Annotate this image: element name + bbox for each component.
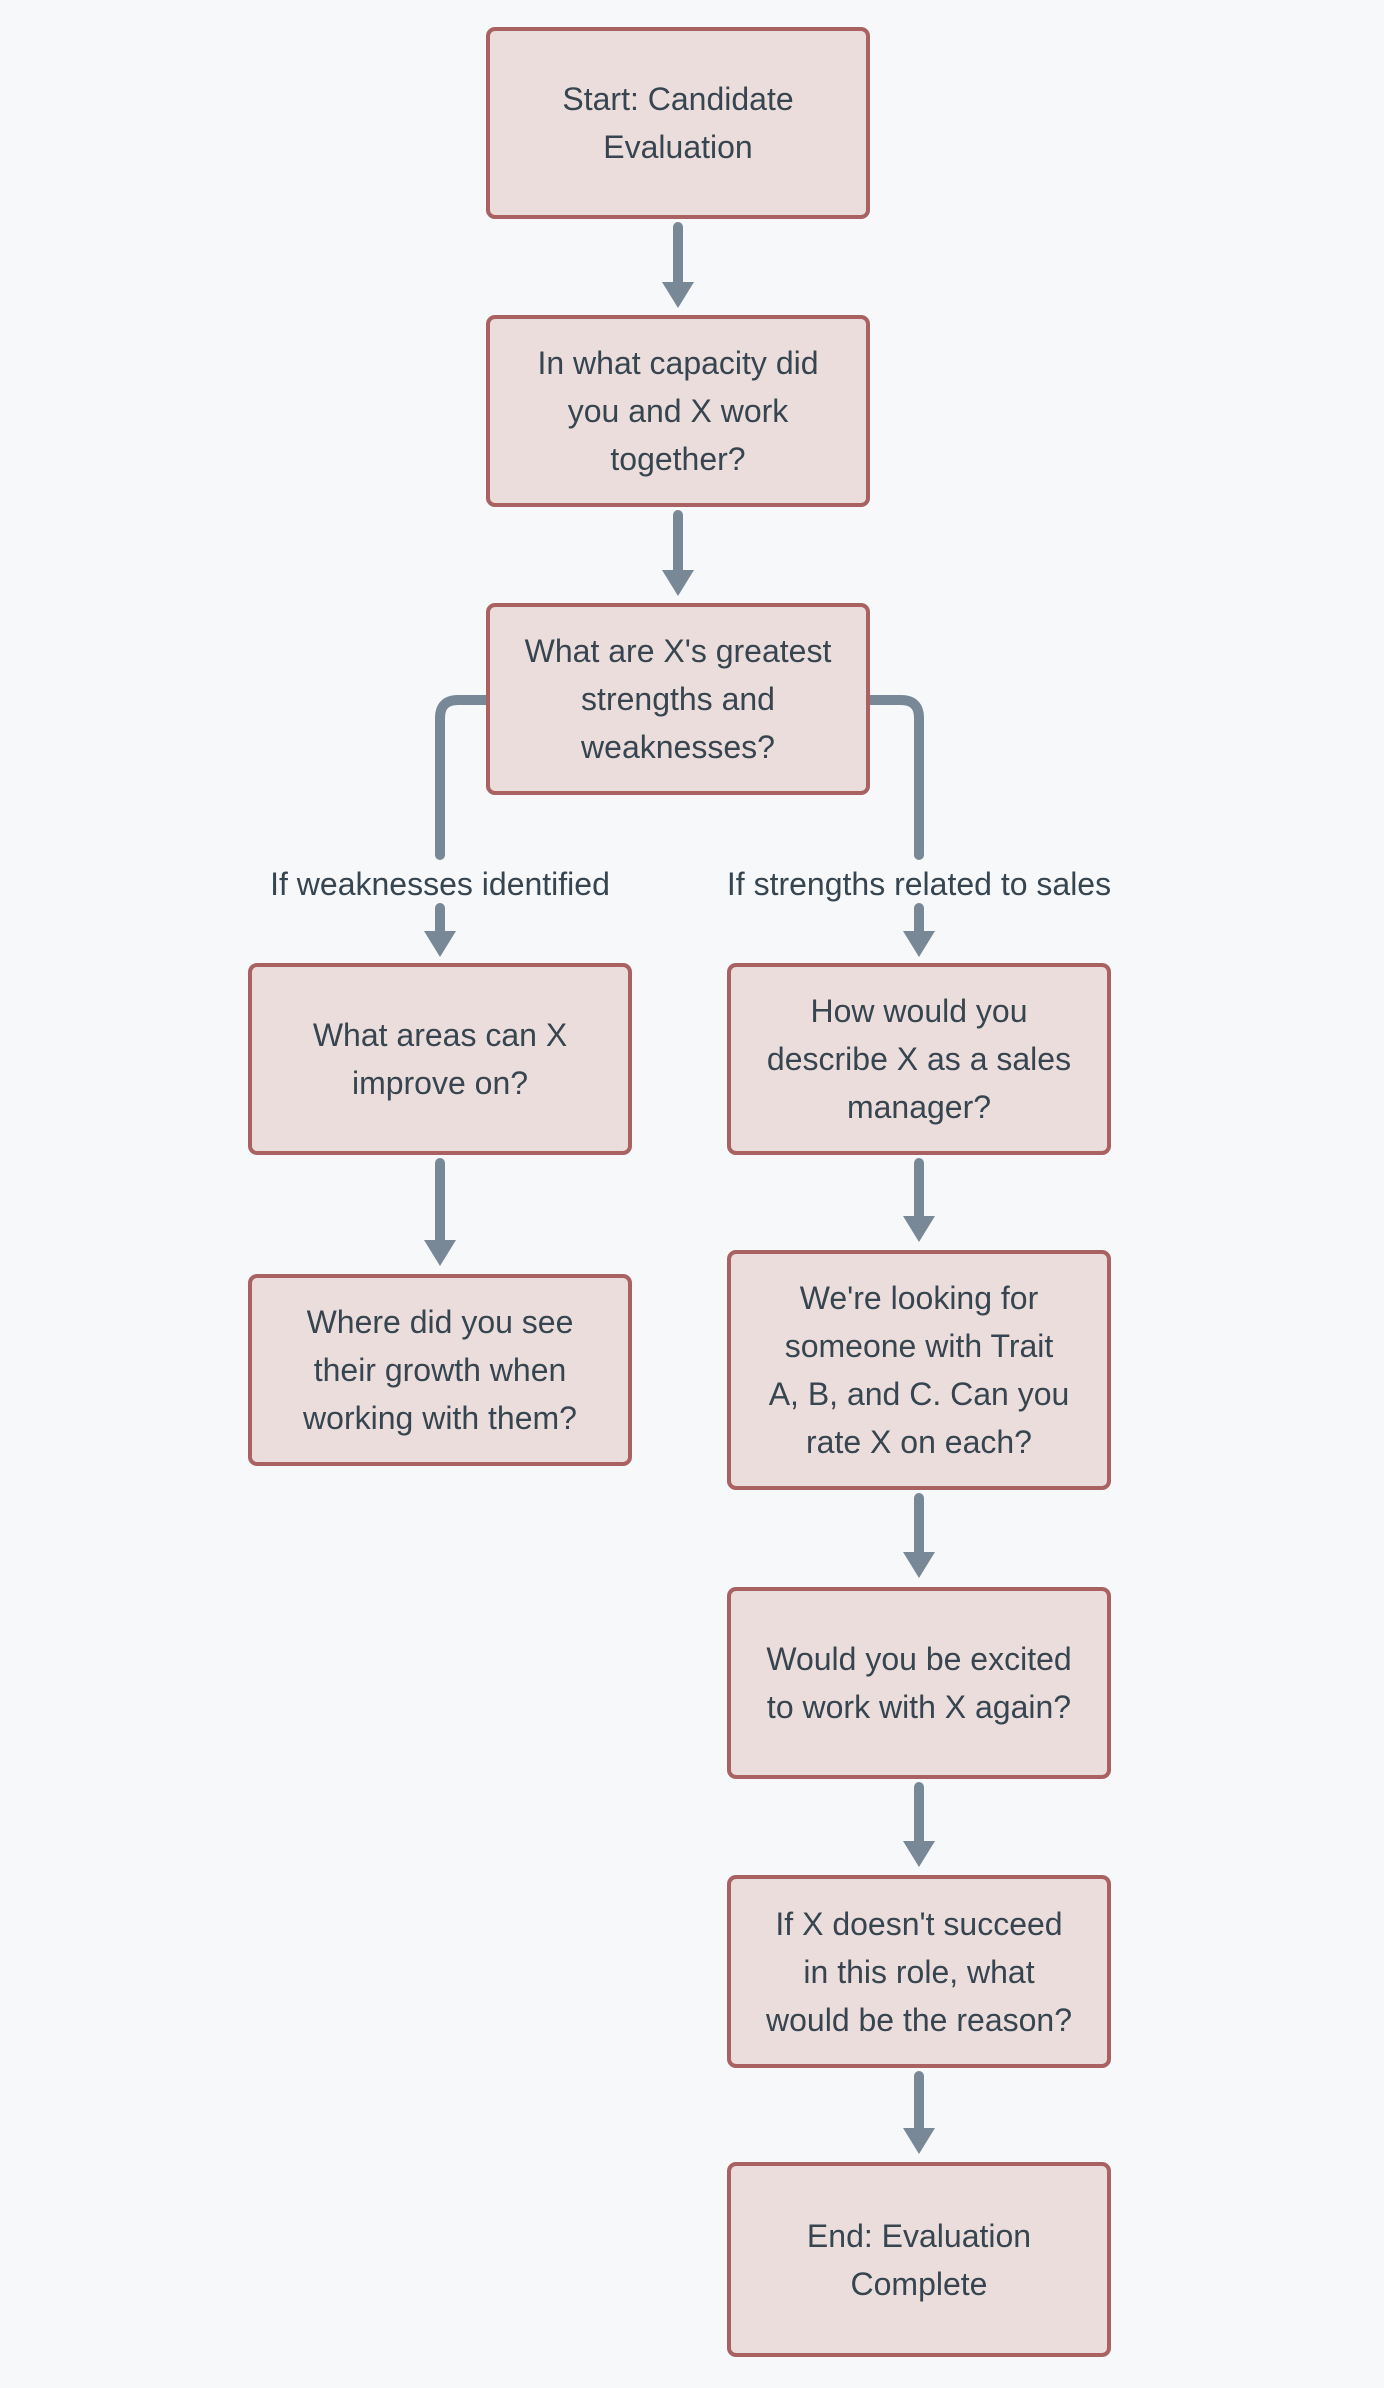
node-strengths-question: What are X's greatest strengths and weak… [486,603,870,795]
node-traits-label: We're looking for someone with Trait A, … [768,1280,1070,1460]
arrowhead-start-capacity [662,282,694,308]
edge-strengths-weaknesses-curve [435,695,491,860]
arrowhead-sales-describe [903,931,935,957]
node-growth-label: Where did you see their growth when work… [303,1304,577,1436]
node-strengths-label: What are X's greatest strengths and weak… [524,633,832,765]
node-describe-question: How would you describe X as a sales mana… [727,963,1111,1155]
edge-label-weaknesses: If weaknesses identified [270,866,610,902]
node-end-label: End: Evaluation Complete [806,2217,1032,2302]
node-improve-label: What areas can X improve on? [312,1017,568,1101]
node-excited-label: Would you be excited to work with X agai… [766,1641,1072,1725]
node-start-label: Start: Candidate Evaluation [562,81,794,165]
node-start: Start: Candidate Evaluation [486,27,870,219]
node-end: End: Evaluation Complete [727,2162,1111,2357]
edge-strengths-sales-curve [865,695,924,860]
node-growth-question: Where did you see their growth when work… [248,1274,632,1466]
arrowhead-describe-traits [903,1216,935,1242]
node-describe-label: How would you describe X as a sales mana… [766,993,1072,1125]
node-traits-question: We're looking for someone with Trait A, … [727,1250,1111,1490]
arrowhead-fail-end [903,2128,935,2154]
edge-label-sales: If strengths related to sales [726,866,1112,902]
arrowhead-traits-excited [903,1552,935,1578]
node-improve-question: What areas can X improve on? [248,963,632,1155]
arrowhead-weaknesses-improve [424,931,456,957]
arrowhead-capacity-strengths [662,570,694,596]
node-excited-question: Would you be excited to work with X agai… [727,1587,1111,1779]
node-fail-label: If X doesn't succeed in this role, what … [766,1905,1072,2038]
node-fail-question: If X doesn't succeed in this role, what … [727,1875,1111,2068]
node-capacity-question: In what capacity did you and X work toge… [486,315,870,507]
arrowhead-improve-growth [424,1240,456,1266]
arrowhead-excited-fail [903,1841,935,1867]
node-capacity-label: In what capacity did you and X work toge… [537,345,819,477]
